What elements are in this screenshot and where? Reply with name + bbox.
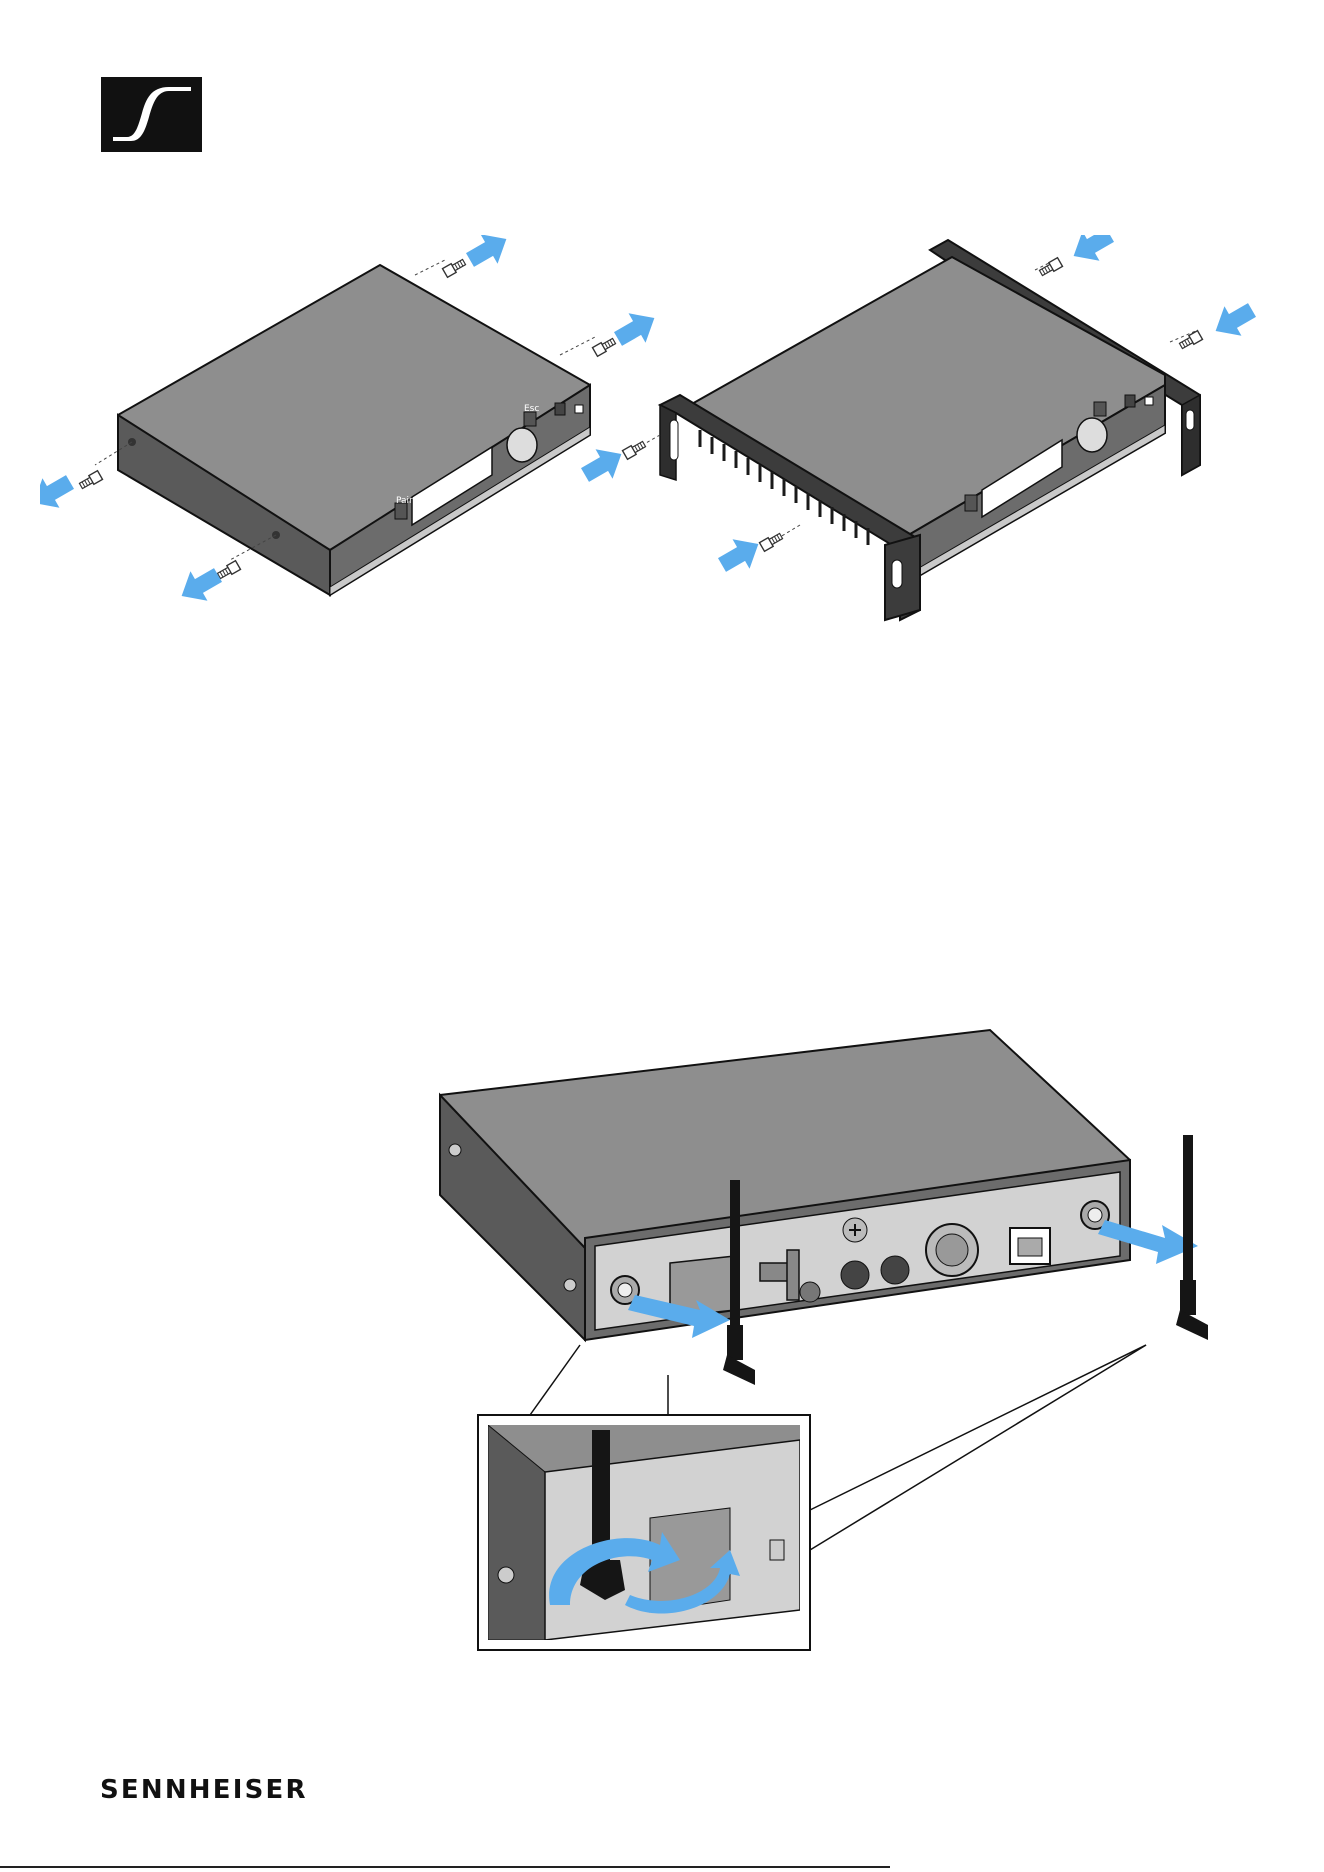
sennheiser-logo-icon — [101, 77, 202, 152]
pair-label: Pair — [396, 496, 413, 506]
antenna-attachment-illustration — [430, 1020, 1230, 1670]
rack-mount-illustration: Pair Esc — [40, 235, 1280, 635]
esc-label: Esc — [524, 404, 539, 414]
footer-rule — [0, 1866, 890, 1868]
brand-wordmark: SENNHEISER — [100, 1775, 308, 1805]
device-left: Pair Esc — [95, 260, 595, 595]
device-right-with-brackets — [630, 240, 1200, 620]
